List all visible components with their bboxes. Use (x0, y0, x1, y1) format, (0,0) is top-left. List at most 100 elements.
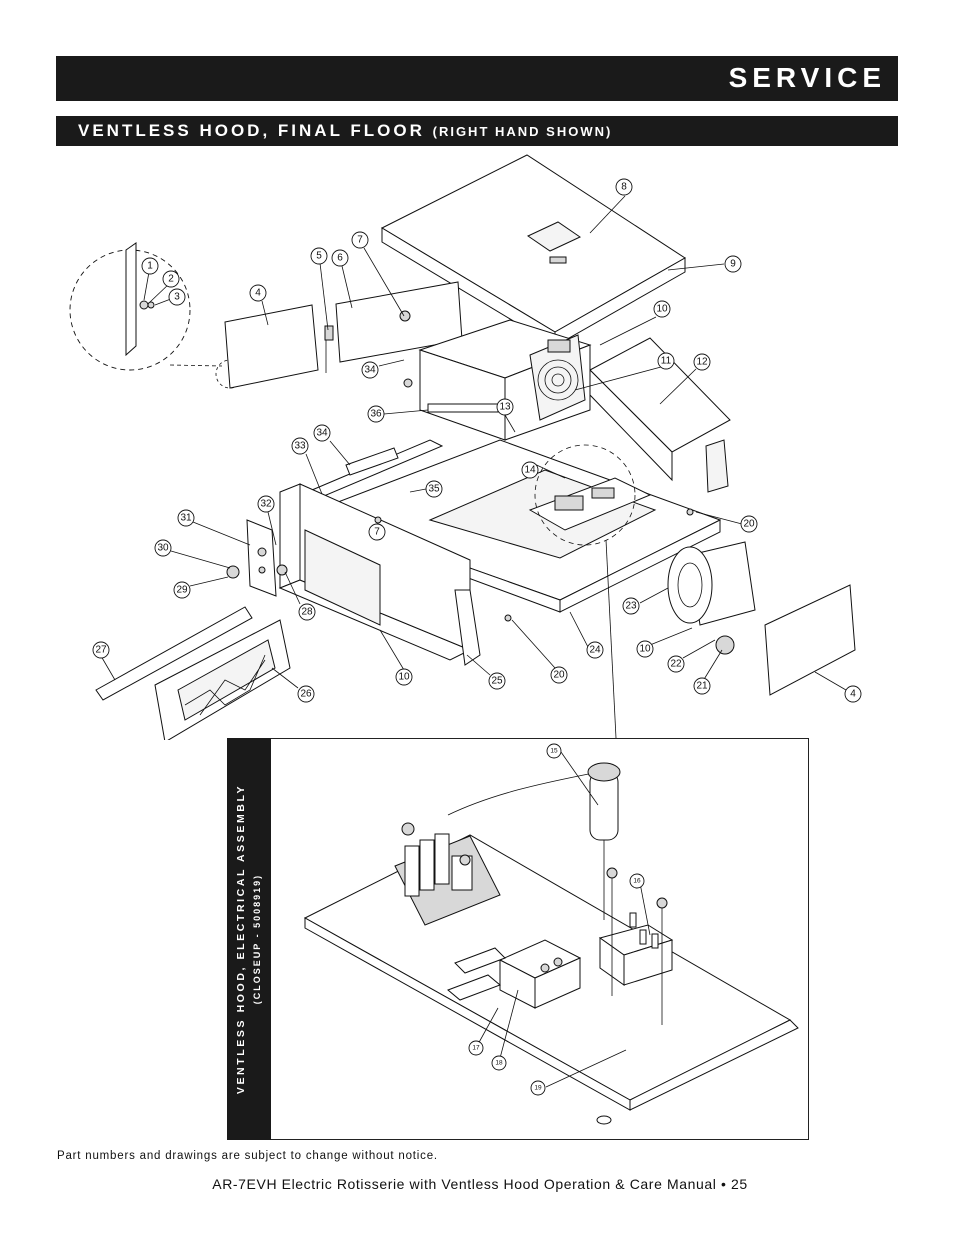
callout-11: 11 (657, 352, 675, 370)
svg-text:13: 13 (499, 402, 511, 413)
callout-29: 29 (173, 581, 191, 599)
callout-10: 10 (653, 300, 671, 318)
svg-text:26: 26 (300, 689, 312, 700)
svg-text:22: 22 (670, 659, 682, 670)
callout-10b: 10 (636, 640, 654, 658)
blower-assembly (667, 541, 756, 655)
callout-4b: 4 (844, 685, 862, 703)
svg-text:4: 4 (850, 689, 856, 700)
svg-text:31: 31 (180, 513, 192, 524)
page-footer: AR-7EVH Electric Rotisserie with Ventles… (212, 1176, 748, 1192)
svg-text:30: 30 (157, 543, 169, 554)
inset-leader-lines (476, 751, 651, 1088)
callout-9: 9 (724, 255, 742, 273)
section-title: VENTLESS HOOD, FINAL FLOOR (RIGHT HAND S… (78, 121, 612, 141)
svg-text:17: 17 (472, 1045, 480, 1052)
callout-17: 17 (468, 1040, 484, 1056)
capacitor (447, 762, 621, 920)
callout-labels: 1 2 3 4 5 6 7 8 9 10 11 12 13 14 34 36 3… (92, 178, 862, 703)
callout-30: 30 (154, 539, 172, 557)
callout-13: 13 (496, 398, 514, 416)
left-side-panel (224, 304, 319, 389)
leader-lines (100, 195, 847, 691)
closeup-inset-subtitle: (CLOSEUP - 5008919) (252, 873, 262, 1005)
svg-text:2: 2 (168, 274, 174, 285)
callout-7: 7 (351, 231, 369, 249)
callout-36: 36 (367, 405, 385, 423)
svg-text:28: 28 (301, 607, 313, 618)
control-plate (226, 519, 288, 597)
electrical-subassembly (528, 444, 652, 739)
callout-20a: 20 (740, 515, 758, 533)
svg-text:5: 5 (316, 251, 322, 262)
svg-text:24: 24 (589, 645, 601, 656)
callout-16: 16 (629, 873, 645, 889)
svg-text:10: 10 (639, 644, 651, 655)
closeup-inset-title: VENTLESS HOOD, ELECTRICAL ASSEMBLY (235, 783, 247, 1095)
disclaimer-text: Part numbers and drawings are subject to… (57, 1150, 438, 1162)
callout-34a: 34 (361, 361, 379, 379)
callout-1: 1 (141, 257, 159, 275)
svg-text:33: 33 (294, 441, 306, 452)
svg-text:7: 7 (357, 235, 363, 246)
svg-text:21: 21 (696, 681, 708, 692)
svg-text:27: 27 (95, 645, 107, 656)
svg-text:25: 25 (491, 676, 503, 687)
callout-5: 5 (310, 247, 328, 265)
callout-27: 27 (92, 641, 110, 659)
callout-22: 22 (667, 655, 685, 673)
svg-text:7: 7 (374, 527, 380, 538)
section-title-main: VENTLESS HOOD, FINAL FLOOR (78, 121, 425, 140)
svg-text:23: 23 (625, 601, 637, 612)
callout-35: 35 (425, 480, 443, 498)
section-subtitle: (RIGHT HAND SHOWN) (432, 124, 613, 139)
svg-text:11: 11 (661, 356, 672, 367)
svg-text:6: 6 (337, 253, 343, 264)
svg-text:34: 34 (364, 365, 376, 376)
callout-20b: 20 (550, 666, 568, 684)
svg-text:14: 14 (524, 465, 536, 476)
detail-circle (69, 242, 245, 389)
callout-10c: 10 (395, 668, 413, 686)
terminal-blocks (394, 822, 501, 926)
header-banner: SERVICE (56, 56, 898, 101)
section-banner: VENTLESS HOOD, FINAL FLOOR (RIGHT HAND S… (56, 116, 898, 146)
top-cover-panel (380, 154, 686, 347)
rail (427, 403, 499, 413)
callout-33: 33 (291, 437, 309, 455)
page-title: SERVICE (728, 62, 886, 93)
rear-housing (589, 337, 731, 493)
filter-assembly (95, 606, 291, 740)
closeup-inset-sidebar (227, 738, 271, 1140)
svg-text:4: 4 (255, 288, 261, 299)
svg-text:35: 35 (428, 484, 440, 495)
callout-21: 21 (693, 677, 711, 695)
svg-text:34: 34 (316, 428, 328, 439)
callout-24: 24 (586, 641, 604, 659)
svg-text:1: 1 (147, 261, 153, 272)
svg-text:29: 29 (176, 585, 188, 596)
right-side-panel (764, 584, 856, 696)
svg-text:10: 10 (398, 672, 410, 683)
electrical-closeup-diagram: 15 16 17 18 19 (303, 743, 799, 1125)
closeup-inset-label: VENTLESS HOOD, ELECTRICAL ASSEMBLY (CLOS… (233, 784, 265, 1094)
callout-3: 3 (168, 288, 186, 306)
callout-23: 23 (622, 597, 640, 615)
callout-26: 26 (297, 685, 315, 703)
callout-32: 32 (257, 495, 275, 513)
callout-2: 2 (162, 270, 180, 288)
svg-text:12: 12 (696, 357, 708, 368)
callout-15: 15 (546, 743, 562, 759)
bracket (324, 325, 334, 341)
callout-34b: 34 (313, 424, 331, 442)
svg-text:16: 16 (633, 878, 641, 885)
svg-text:32: 32 (260, 499, 272, 510)
callout-6: 6 (331, 249, 349, 267)
callout-25: 25 (488, 672, 506, 690)
svg-text:36: 36 (370, 409, 382, 420)
svg-text:10: 10 (656, 304, 668, 315)
svg-text:15: 15 (550, 748, 558, 755)
callout-14: 14 (521, 461, 539, 479)
callout-19: 19 (530, 1080, 546, 1096)
callout-31: 31 (177, 509, 195, 527)
